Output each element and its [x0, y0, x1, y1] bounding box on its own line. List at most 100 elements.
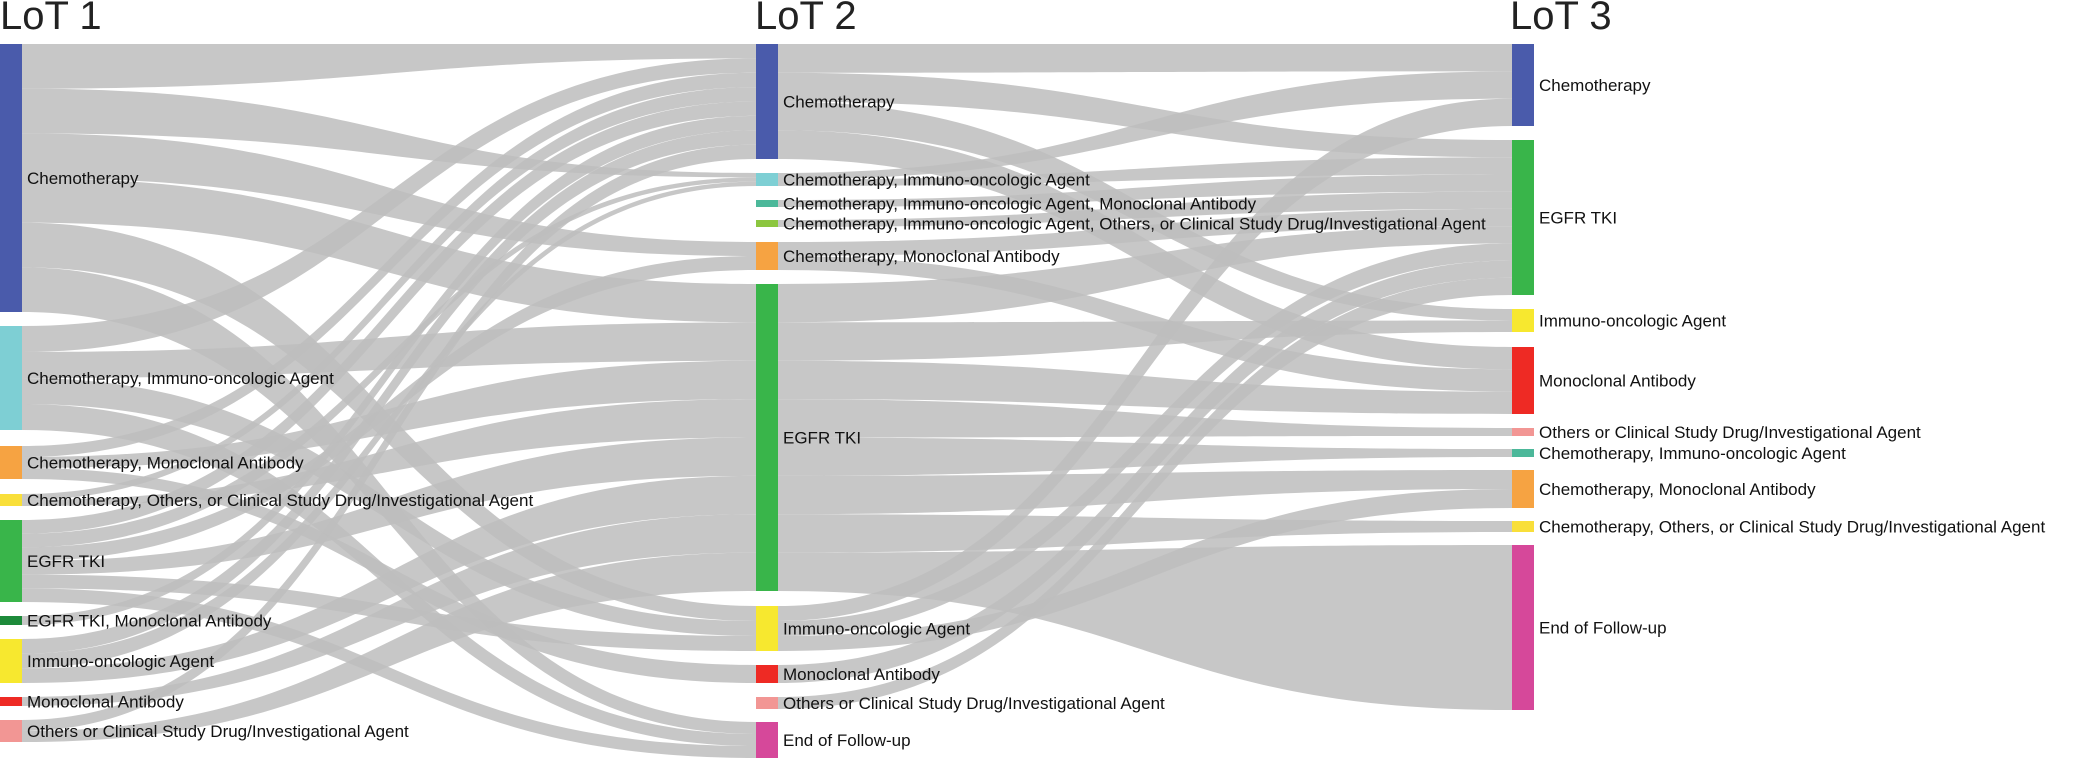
node-bar[interactable] — [1512, 44, 1534, 126]
node-bar[interactable] — [756, 220, 778, 227]
node-bar[interactable] — [756, 722, 778, 758]
node-bar[interactable] — [1512, 309, 1534, 332]
node-label: Others or Clinical Study Drug/Investigat… — [27, 722, 409, 741]
node-label: Chemotherapy, Others, or Clinical Study … — [27, 491, 533, 510]
node-label: Chemotherapy, Monoclonal Antibody — [1539, 480, 1816, 499]
node-label: End of Follow-up — [783, 731, 911, 750]
column-titles: LoT 1 LoT 2 LoT 3 — [0, 0, 1612, 38]
flow-link — [22, 87, 756, 500]
flow-link — [22, 178, 756, 323]
node-bar[interactable] — [756, 173, 778, 186]
flow-link — [22, 552, 756, 742]
node-bar[interactable] — [756, 242, 778, 270]
node-label: Chemotherapy, Monoclonal Antibody — [27, 454, 304, 473]
node-bar[interactable] — [0, 446, 22, 479]
node-label: EGFR TKI — [783, 429, 861, 448]
column-title-lot1: LoT 1 — [0, 0, 102, 38]
flow-link — [22, 256, 756, 561]
flow-link — [778, 208, 1512, 256]
node-bar[interactable] — [0, 720, 22, 742]
node-bar[interactable] — [756, 284, 778, 591]
node-bar[interactable] — [1512, 347, 1534, 414]
flow-links — [22, 44, 1512, 758]
node-bar[interactable] — [756, 44, 778, 159]
node-label: EGFR TKI — [27, 552, 105, 571]
node-label: Chemotherapy — [1539, 76, 1651, 95]
node-bar[interactable] — [0, 639, 22, 683]
flow-link — [778, 360, 1512, 414]
node-label: Chemotherapy — [27, 169, 139, 188]
flow-link — [22, 437, 756, 575]
flow-link — [778, 72, 1512, 158]
node-label: Monoclonal Antibody — [27, 693, 184, 712]
node-label: Immuno-oncologic Agent — [1539, 312, 1726, 331]
node-label: EGFR TKI, Monoclonal Antibody — [27, 612, 272, 631]
flow-link — [778, 226, 1512, 323]
flow-link — [22, 514, 756, 706]
node-bar[interactable] — [756, 200, 778, 207]
node-label: Chemotherapy, Immuno-oncologic Agent, Ot… — [783, 215, 1486, 234]
flow-link — [22, 399, 756, 506]
flow-link — [22, 101, 756, 534]
node-bar[interactable] — [1512, 545, 1534, 710]
flow-link — [22, 130, 756, 654]
flow-link — [778, 277, 1512, 709]
node-bar[interactable] — [0, 494, 22, 506]
node-label: Chemotherapy, Others, or Clinical Study … — [1539, 518, 2045, 537]
flow-link — [22, 115, 756, 625]
node-bar[interactable] — [1512, 140, 1534, 295]
flow-link — [22, 44, 756, 89]
flow-link — [778, 243, 1512, 637]
flow-link — [22, 177, 756, 548]
node-label: End of Follow-up — [1539, 619, 1667, 638]
flow-link — [778, 130, 1512, 370]
flow-link — [778, 191, 1512, 227]
node-bars — [0, 44, 1534, 758]
flow-link — [22, 88, 756, 178]
flow-link — [778, 489, 1512, 651]
node-bar[interactable] — [756, 665, 778, 683]
flow-link — [778, 44, 1512, 73]
node-label: Immuno-oncologic Agent — [783, 620, 970, 639]
node-bar[interactable] — [0, 520, 22, 602]
column-title-lot2: LoT 2 — [755, 0, 857, 38]
flow-link — [778, 437, 1512, 476]
node-bar[interactable] — [0, 44, 22, 312]
node-label: Chemotherapy — [783, 93, 895, 112]
flow-link — [778, 514, 1512, 553]
node-bar[interactable] — [1512, 470, 1534, 508]
flow-link — [22, 58, 756, 352]
node-bar[interactable] — [1512, 521, 1534, 532]
node-label: Others or Clinical Study Drug/Investigat… — [1539, 423, 1921, 442]
node-bar[interactable] — [0, 697, 22, 706]
node-label: Others or Clinical Study Drug/Investigat… — [783, 694, 1165, 713]
node-bar[interactable] — [1512, 449, 1534, 457]
flow-link — [778, 98, 1512, 621]
flow-link — [22, 588, 756, 758]
node-label: Chemotherapy, Immuno-oncologic Agent — [1539, 444, 1846, 463]
flow-link — [22, 181, 756, 669]
node-bar[interactable] — [0, 616, 22, 625]
node-label: EGFR TKI — [1539, 209, 1617, 228]
flow-link — [22, 322, 756, 378]
flow-link — [778, 399, 1512, 438]
flow-link — [778, 260, 1512, 683]
node-bar[interactable] — [756, 606, 778, 651]
flow-link — [22, 72, 756, 457]
node-label: Chemotherapy, Immuno-oncologic Agent, Mo… — [783, 195, 1257, 214]
node-bar[interactable] — [0, 326, 22, 430]
node-label: Monoclonal Antibody — [1539, 372, 1696, 391]
node-bar[interactable] — [756, 697, 778, 709]
node-label: Monoclonal Antibody — [783, 665, 940, 684]
flow-link — [22, 475, 756, 683]
node-label: Chemotherapy, Immuno-oncologic Agent — [783, 171, 1090, 190]
node-label: Immuno-oncologic Agent — [27, 652, 214, 671]
flow-link — [778, 174, 1512, 207]
column-title-lot3: LoT 3 — [1510, 0, 1612, 38]
flow-link — [778, 71, 1512, 180]
node-bar[interactable] — [1512, 428, 1534, 436]
node-label: Chemotherapy, Immuno-oncologic Agent — [27, 369, 334, 388]
node-label: Chemotherapy, Monoclonal Antibody — [783, 247, 1060, 266]
